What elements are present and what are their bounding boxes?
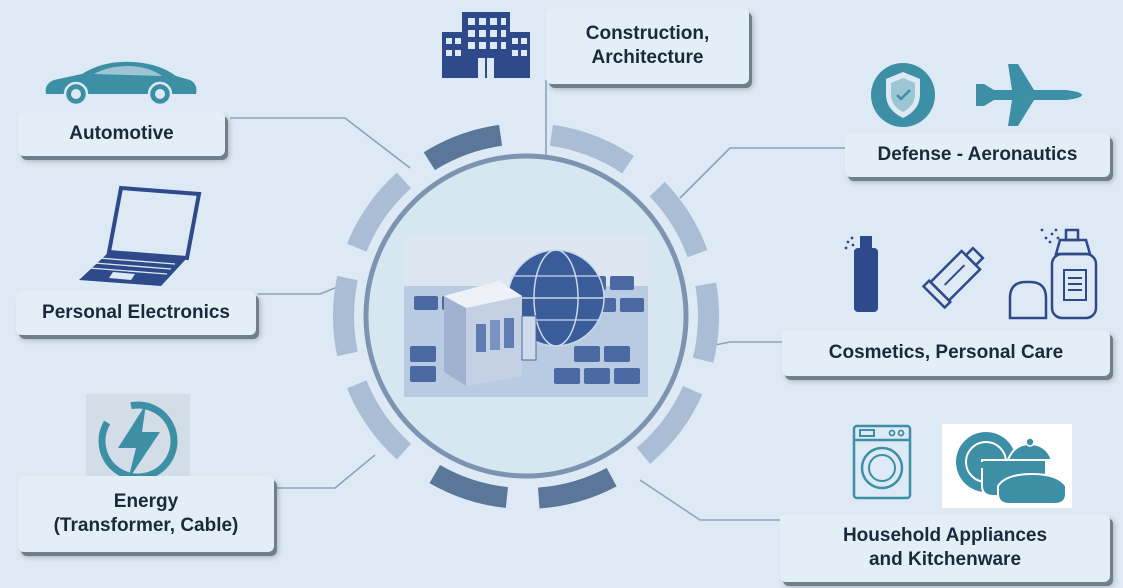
connector-lines	[230, 80, 846, 521]
deodorant-spray-icon	[1008, 224, 1108, 322]
connector-defense	[679, 147, 846, 199]
household-label-line2: and Kitchenware	[868, 549, 1022, 570]
car-icon	[42, 58, 198, 107]
connector-energy	[275, 454, 376, 489]
construction-label-line2: Architecture	[591, 47, 704, 68]
construction-architecture-box: Construction, Architecture	[546, 8, 749, 84]
laptop-icon	[75, 184, 203, 290]
center-photo	[404, 236, 648, 397]
cosmetics-personal-care-box: Cosmetics, Personal Care	[782, 330, 1110, 376]
fighter-jet-icon	[972, 62, 1084, 128]
cookware-icon	[942, 424, 1072, 508]
connector-cosmetics	[714, 341, 782, 346]
energy-box: Energy (Transformer, Cable)	[18, 476, 274, 552]
ring-segment	[538, 467, 617, 509]
segment-ring	[332, 124, 720, 509]
construction-label-line1: Construction,	[585, 23, 710, 44]
ring-segment	[347, 380, 411, 460]
ring-segment	[549, 124, 634, 174]
building-icon	[440, 6, 532, 78]
personal-electronics-box: Personal Electronics	[16, 291, 256, 335]
ring-segment	[423, 124, 503, 171]
washing-machine-icon	[852, 424, 912, 500]
ring-segment	[332, 275, 358, 357]
defense-aeronautics-box: Defense - Aeronautics	[845, 133, 1110, 177]
automotive-box: Automotive	[18, 112, 225, 156]
shield-icon	[870, 62, 936, 128]
connector-automotive	[230, 117, 411, 169]
ring-segment	[429, 465, 508, 508]
automotive-label: Automotive	[69, 123, 174, 144]
household-kitchenware-box: Household Appliances and Kitchenware	[780, 514, 1110, 582]
tube-icon	[915, 234, 997, 316]
ring-segment	[636, 386, 703, 464]
defense-label: Defense - Aeronautics	[877, 144, 1078, 165]
spray-can-icon	[844, 234, 884, 314]
connector-household	[639, 479, 780, 521]
personal-electronics-label: Personal Electronics	[42, 302, 230, 323]
energy-label-line2: (Transformer, Cable)	[53, 515, 239, 536]
ring-segment	[347, 172, 411, 252]
energy-label-line1: Energy	[113, 491, 179, 512]
household-label-line1: Household Appliances	[842, 525, 1048, 546]
cosmetics-label: Cosmetics, Personal Care	[828, 342, 1064, 363]
ring-segment	[649, 181, 708, 258]
globe-parcel-image	[404, 236, 648, 397]
lightning-bolt-icon	[86, 394, 190, 488]
ring-segment	[692, 282, 720, 363]
